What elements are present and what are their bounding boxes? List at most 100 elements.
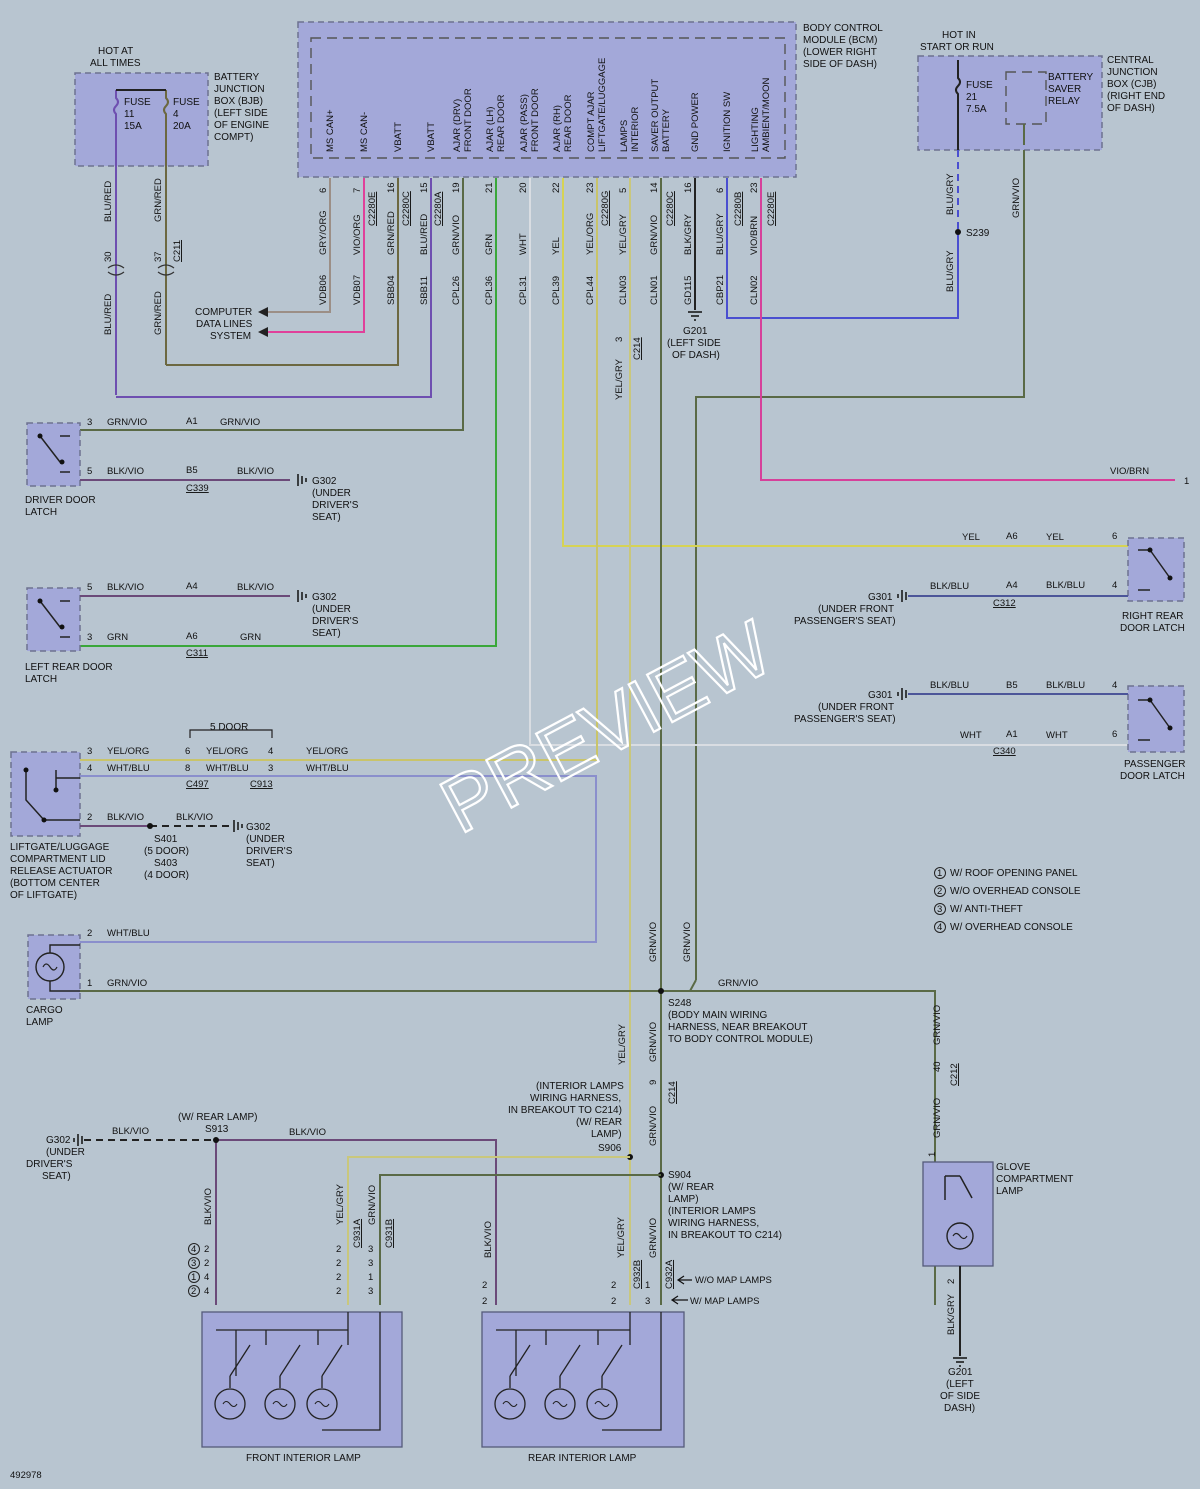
- front-lamp-label: FRONT INTERIOR LAMP: [246, 1453, 361, 1464]
- svg-text:C311: C311: [186, 648, 208, 659]
- svg-text:4: 4: [1112, 580, 1117, 591]
- svg-text:WIRING HARNESS,: WIRING HARNESS,: [668, 1218, 759, 1229]
- bcm-pin-label: FRONT DOOR: [530, 88, 541, 152]
- svg-text:7.5A: 7.5A: [966, 104, 987, 115]
- svg-text:YEL/GRY: YEL/GRY: [617, 1023, 628, 1065]
- svg-text:GRN/VIO: GRN/VIO: [107, 417, 147, 428]
- front-interior-lamp-box: [201, 1311, 403, 1448]
- left-rear-door-latch-label-2: LATCH: [25, 674, 57, 685]
- svg-text:C340: C340: [993, 746, 1016, 757]
- bcm-pin-label: AJAR (LH): [485, 107, 496, 152]
- computer-data-lines: COMPUTER DATA LINES SYSTEM: [195, 307, 253, 342]
- note-text: W/ ANTI-THEFT: [950, 904, 1023, 915]
- bjb-hot-label-2: ALL TIMES: [90, 58, 141, 69]
- svg-text:FUSE: FUSE: [966, 80, 993, 91]
- bcm-pin-number: 16: [683, 182, 694, 193]
- svg-text:W/O MAP LAMPS: W/O MAP LAMPS: [695, 1275, 772, 1286]
- bcm-pin-label: LAMPS: [619, 120, 630, 152]
- svg-text:3: 3: [87, 632, 92, 643]
- bcm-pin-label: INTERIOR: [630, 106, 641, 152]
- svg-text:BLK/VIO: BLK/VIO: [203, 1188, 214, 1225]
- liftgate-actuator-box: [10, 751, 81, 837]
- svg-text:40: 40: [932, 1061, 943, 1072]
- bcm-wire-color: GRN/RED: [386, 211, 397, 255]
- left-rear-door-latch-label: LEFT REAR DOOR: [25, 662, 113, 673]
- svg-text:BLK/VIO: BLK/VIO: [112, 1126, 149, 1137]
- svg-text:(5 DOOR): (5 DOOR): [144, 846, 189, 857]
- svg-text:SEAT): SEAT): [42, 1171, 71, 1182]
- svg-text:IN BREAKOUT TO C214): IN BREAKOUT TO C214): [668, 1230, 782, 1241]
- bulb-filament: [552, 1400, 568, 1408]
- svg-text:4: 4: [268, 746, 273, 757]
- svg-text:GRN/VIO: GRN/VIO: [107, 978, 147, 989]
- note-text: W/O OVERHEAD CONSOLE: [950, 886, 1081, 897]
- front-lamp-internal: [216, 1312, 381, 1431]
- bcm-circuit: CPL31: [518, 276, 529, 305]
- bcm-pin-label: VBATT: [426, 122, 437, 152]
- svg-text:BLK/VIO: BLK/VIO: [237, 582, 274, 593]
- svg-text:C2280C: C2280C: [401, 191, 412, 226]
- bcm-pin-number: 14: [649, 182, 660, 193]
- svg-text:4: 4: [173, 109, 179, 120]
- svg-text:BLK/VIO: BLK/VIO: [483, 1221, 494, 1258]
- svg-text:BLU/RED: BLU/RED: [103, 294, 114, 335]
- svg-text:3: 3: [87, 417, 92, 428]
- option-pin: 4: [204, 1286, 209, 1297]
- svg-text:IN BREAKOUT TO C214): IN BREAKOUT TO C214): [508, 1105, 622, 1116]
- svg-text:WHT: WHT: [960, 730, 982, 741]
- bcm-wire-color: VIO/BRN: [749, 216, 760, 255]
- svg-text:(W/ REAR: (W/ REAR: [668, 1182, 714, 1193]
- bcm-wire-color: YEL/GRY: [618, 213, 629, 255]
- cargo-lamp-label-2: LAMP: [26, 1017, 54, 1028]
- driver-door-labels: 3 GRN/VIO A1 GRN/VIO 5 BLK/VIO B5 BLK/VI…: [87, 416, 359, 523]
- svg-text:GRN/VIO: GRN/VIO: [932, 1005, 943, 1045]
- bcm-pin-label: MS CAN+: [325, 109, 336, 152]
- bcm-pin-number: 5: [618, 188, 629, 193]
- svg-text:SEAT): SEAT): [246, 858, 275, 869]
- svg-text:(UNDER FRONT: (UNDER FRONT: [818, 702, 894, 713]
- svg-text:3: 3: [87, 746, 92, 757]
- svg-text:BOX (CJB): BOX (CJB): [1107, 79, 1156, 90]
- svg-text:SEAT): SEAT): [312, 628, 341, 639]
- svg-text:9: 9: [648, 1080, 659, 1085]
- cargo-lamp-label: CARGO: [26, 1005, 63, 1016]
- s913-labels: (W/ REAR LAMP) S913 BLK/VIO BLK/VIO G302…: [26, 1112, 326, 1182]
- svg-text:S906: S906: [598, 1143, 622, 1154]
- bcm-wire-color: YEL/ORG: [585, 213, 596, 255]
- bcm-pin-label: BATTERY: [661, 108, 672, 152]
- right-rear-labels: YEL A6 YEL 6 BLK/BLU A4 BLK/BLU 4 C312 G…: [794, 531, 1117, 627]
- rear-interior-lamp-box: [481, 1311, 685, 1448]
- svg-text:BLK/VIO: BLK/VIO: [237, 466, 274, 477]
- svg-text:C2280A: C2280A: [433, 191, 444, 226]
- svg-text:BODY CONTROL: BODY CONTROL: [803, 23, 883, 34]
- note-number: 2: [937, 886, 942, 897]
- svg-text:21: 21: [966, 92, 978, 103]
- svg-text:BLK/BLU: BLK/BLU: [1046, 580, 1085, 591]
- svg-text:C932A: C932A: [664, 1259, 675, 1289]
- g201-top-ground: G201 (LEFT SIDE OF DASH): [667, 311, 721, 361]
- bcm-pin-label: AJAR (RH): [552, 105, 563, 152]
- svg-text:BLK/BLU: BLK/BLU: [1046, 680, 1085, 691]
- bcm-pin-number: 22: [551, 182, 562, 193]
- svg-text:A6: A6: [186, 631, 198, 642]
- svg-text:(BODY MAIN WIRING: (BODY MAIN WIRING: [668, 1010, 767, 1021]
- cjb-wire1b: BLU/GRY: [945, 250, 956, 292]
- bcm-pin-label: LIFTGATE/LUGGAGE: [597, 58, 608, 152]
- right-rear-door-latch-label-2: DOOR LATCH: [1120, 623, 1185, 634]
- svg-text:PASSENGER'S SEAT): PASSENGER'S SEAT): [794, 714, 896, 725]
- svg-text:YEL: YEL: [962, 532, 980, 543]
- svg-text:2: 2: [482, 1296, 487, 1307]
- svg-text:A6: A6: [1006, 531, 1018, 542]
- svg-text:(UNDER: (UNDER: [246, 834, 285, 845]
- bcm-circuit: GD115: [683, 276, 694, 305]
- bcm-pin-label: REAR DOOR: [563, 94, 574, 152]
- note-number: 4: [937, 922, 942, 933]
- svg-text:RELEASE ACTUATOR: RELEASE ACTUATOR: [10, 866, 112, 877]
- note-number: 1: [937, 868, 942, 879]
- svg-text:B5: B5: [186, 465, 198, 476]
- svg-text:5: 5: [87, 582, 92, 593]
- svg-text:4: 4: [1112, 680, 1117, 691]
- svg-text:SYSTEM: SYSTEM: [210, 331, 251, 342]
